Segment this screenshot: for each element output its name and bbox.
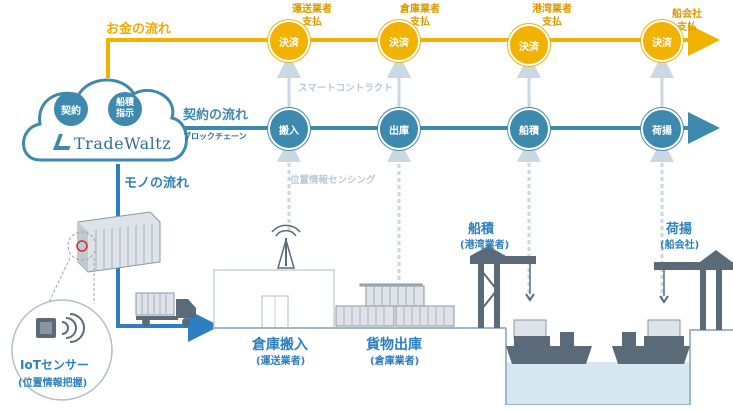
ship-loading [506, 319, 592, 364]
cargo-out-sub: (倉庫業者) [370, 356, 420, 367]
warehouse-in-title: 倉庫搬入 [252, 337, 308, 353]
contract-node-unloading: 荷揚 [641, 108, 683, 150]
settlement-node-3: 決済 [508, 24, 550, 66]
sensing-arrows [277, 138, 674, 300]
unloading-stage-title: 荷揚 [666, 222, 693, 237]
crane-unloading [654, 250, 733, 330]
contract-button: 契約 [54, 92, 88, 126]
logo-mark-icon [53, 134, 75, 150]
iot-sensor-sub: (位置情報把握) [18, 378, 88, 389]
contract-node-carry-in: 搬入 [268, 108, 310, 150]
tradewaltz-logo: TradeWaltz [53, 134, 172, 153]
container-stack-ribs [343, 287, 445, 325]
smart-contract-label: スマートコントラクト [298, 83, 393, 94]
iot-sensor-title: IoTセンサー [20, 358, 89, 372]
cargo-out-title: 貨物出庫 [366, 337, 422, 353]
contract-flow-label: 契約の流れ [183, 108, 249, 123]
loading-instruction-button: 船積 指示 [108, 92, 142, 126]
goods-flow-label: モノの流れ [124, 176, 190, 191]
iot-sensor-bubble [11, 299, 113, 401]
contract-node-loading: 船積 [508, 108, 550, 150]
contract-node-shipment: 出庫 [378, 108, 420, 150]
money-node-label-3: 港湾業者 支払 [532, 4, 572, 28]
container-stack [335, 283, 455, 327]
money-node-label-1: 運送業者 支払 [292, 4, 332, 28]
unloading-stage-sub: (船会社) [660, 240, 700, 251]
blockchain-label: ブロックチェーン [183, 132, 247, 141]
shipping-container [47, 211, 161, 305]
loading-stage-title: 船積 [468, 222, 495, 237]
money-node-label-4: 船会社 支払 [672, 9, 702, 33]
smart-contract-arrows [277, 54, 674, 108]
money-flow-label: お金の流れ [106, 22, 172, 37]
ship-unloading [612, 319, 690, 364]
settlement-node-4: 決済 [641, 20, 683, 62]
money-node-label-2: 倉庫業者 支払 [400, 4, 440, 28]
loading-stage-sub: (港湾業者) [460, 240, 510, 251]
warehouse-in-sub: (運送業者) [256, 356, 306, 367]
warehouse [213, 224, 335, 329]
settlement-node-2: 決済 [378, 20, 420, 62]
truck [135, 292, 196, 326]
settlement-node-1: 決済 [268, 20, 310, 62]
crane-loading [470, 246, 536, 328]
logo-text: TradeWaltz [74, 134, 172, 153]
location-sensing-label: 位置情報センシング [290, 175, 376, 186]
